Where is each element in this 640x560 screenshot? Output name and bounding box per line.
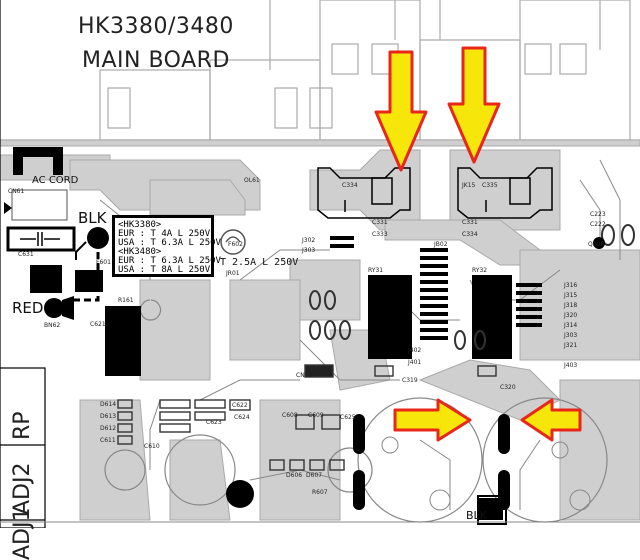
small-resistors: [309, 224, 635, 350]
ref-c222: C222: [590, 221, 606, 228]
ref-d612: D612: [100, 425, 117, 432]
ref-c331b: C331: [462, 219, 478, 226]
jumper-bars: [330, 236, 542, 340]
ref-d606: D606: [286, 472, 303, 479]
ref-c622: C622: [232, 402, 248, 409]
fuse-line-5: EUR : T 6.3A L 250V: [118, 256, 221, 266]
ref-c631: C631: [18, 251, 34, 258]
board-title-line2: MAIN BOARD: [82, 48, 230, 73]
ref-c621: C621: [90, 321, 106, 328]
fuse-line-6: USA : T 8A L 250V: [118, 265, 211, 275]
side-label-rp: RP: [10, 411, 35, 440]
ref-j403: J403: [564, 362, 578, 369]
relay-ry32: [472, 275, 512, 359]
ref-f602: F602: [228, 241, 243, 248]
ref-jk15: JK15: [462, 182, 476, 189]
ref-c623: C623: [206, 419, 222, 426]
ref-j321: J321: [564, 342, 578, 349]
ac-cord-connector: [4, 147, 63, 214]
ref-r607: R607: [312, 489, 328, 496]
c631-box: [6, 226, 76, 252]
ref-r161: R161: [118, 297, 134, 304]
red-label: RED: [12, 299, 44, 317]
ref-c609: C609: [308, 412, 324, 419]
ref-j320: J320: [564, 312, 578, 319]
fuse-f602: [220, 229, 246, 255]
ref-c333: C333: [372, 231, 388, 238]
fuse-note: T 2.5A L 250V: [220, 257, 299, 268]
ref-cn73: CN73: [296, 372, 313, 379]
relay-ry31: [368, 275, 412, 359]
ref-c335: C335: [482, 182, 498, 189]
jack-outlines: [317, 167, 553, 219]
ac-cord-body: [11, 189, 68, 221]
resistor-r161: [105, 306, 141, 376]
ref-j302: J302: [302, 237, 316, 244]
fuse-line-4: <HK3480>: [118, 247, 162, 257]
fuse-line-2: EUR : T 4A L 250V: [118, 229, 211, 239]
ref-d607: D607: [306, 472, 323, 479]
bn62-blocks: [30, 265, 103, 293]
ref-j315: J315: [564, 292, 578, 299]
ref-c625: C625: [340, 414, 356, 421]
ref-q206: Q206: [588, 241, 605, 248]
ref-j314: J314: [564, 322, 578, 329]
ref-c334b: C334: [462, 231, 478, 238]
fuse-line-1: <HK3380>: [118, 220, 162, 230]
diode-rows: [117, 364, 497, 471]
ac-cord-label: AC CORD: [32, 175, 79, 186]
ref-c331: C331: [372, 219, 388, 226]
blk-top-label: BLK: [78, 209, 107, 227]
side-label-table: [0, 0, 46, 528]
ref-j401: J401: [408, 359, 422, 366]
ref-d614: D614: [100, 401, 117, 408]
fuse-spec-box: <HK3380> EUR : T 4A L 250V USA : T 6.3A …: [112, 215, 221, 277]
ref-cn61: CN61: [8, 188, 25, 195]
blk-bottom-label: BLK: [466, 509, 487, 522]
fuse-line-3: USA : T 6.3A L 250V: [118, 238, 221, 248]
pcb-artwork: [0, 0, 640, 528]
ref-bn62: BN62: [44, 322, 61, 329]
ref-c610: C610: [144, 443, 160, 450]
ref-c624: C624: [234, 414, 250, 421]
yellow-arrow-down-2: [447, 46, 501, 164]
ref-c320: C320: [500, 384, 516, 391]
ref-c608: C608: [282, 412, 298, 419]
ref-ry32: RY32: [472, 267, 488, 274]
ref-c319: C319: [402, 377, 418, 384]
ref-c611: C611: [100, 437, 116, 444]
ref-j318: J318: [564, 302, 578, 309]
blk-lead: [70, 227, 109, 302]
ref-j303: J303: [302, 247, 316, 254]
ref-c334: C334: [342, 182, 358, 189]
ref-c223: C223: [590, 211, 606, 218]
yellow-arrow-left: [520, 398, 582, 442]
ref-ry31: RY31: [368, 267, 384, 274]
red-lead: [44, 296, 74, 320]
yellow-arrow-down-1: [374, 50, 428, 172]
ref-f601: F601: [96, 259, 111, 266]
ref-ol61: OL61: [244, 177, 260, 184]
black-parts: [226, 237, 605, 520]
ref-d613: D613: [100, 413, 117, 420]
blk-bottom-outline: [477, 495, 507, 525]
ref-j303b: J303: [564, 332, 578, 339]
ref-j316: J316: [564, 282, 578, 289]
side-label-adj1: ADJ1: [10, 507, 35, 560]
ref-jb02: JB02: [434, 241, 448, 248]
board-title-line1: HK3380/3480: [78, 14, 234, 39]
ref-j402: J402: [408, 347, 422, 354]
ref-jr01: JR01: [226, 270, 240, 277]
yellow-arrow-right: [393, 398, 472, 442]
